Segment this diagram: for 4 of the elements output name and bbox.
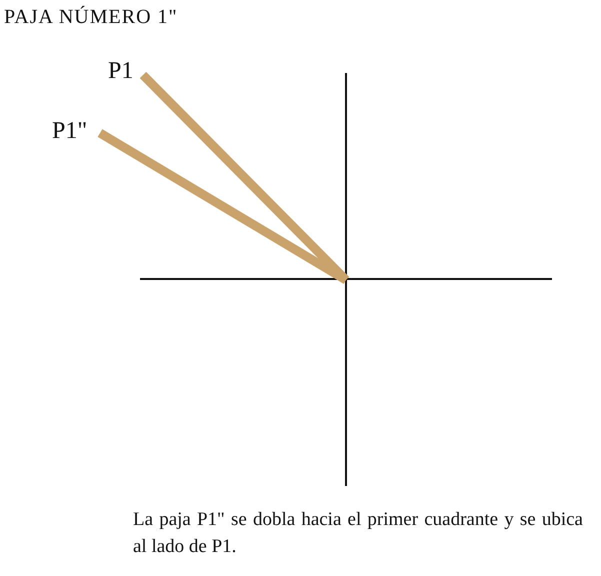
straw-label: P1 — [108, 58, 134, 85]
straw-label: P1" — [52, 118, 88, 145]
caption: La paja P1" se dobla hacia el primer cuadrante y se ubica al lado de P1. — [133, 508, 583, 559]
title: PAJA NÚMERO 1" — [4, 6, 178, 29]
